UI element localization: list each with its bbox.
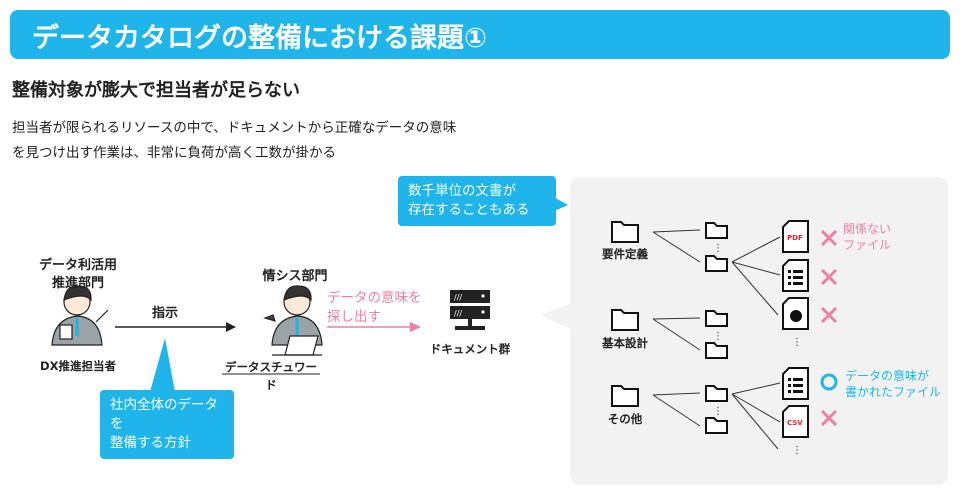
dx-dept-label: データ利活用 推進部門 <box>28 257 128 293</box>
relevant-label: データの意味が 書かれたファイル <box>845 368 941 400</box>
arrow-icon <box>226 322 236 332</box>
circle-icon <box>820 373 838 391</box>
callout-line: 整備する方針 <box>110 435 191 451</box>
folder-icon <box>705 385 728 402</box>
svg-text:⋮: ⋮ <box>713 243 723 254</box>
list-file-icon <box>782 259 809 292</box>
body-line-2: を見つけ出す作業は、非常に負荷が高く工数が掛かる <box>12 145 336 161</box>
callout-tail <box>150 338 175 392</box>
folder-icon <box>705 255 728 272</box>
label-line: データの意味が <box>845 369 930 383</box>
person-icon <box>51 285 109 346</box>
cross-icon <box>820 306 838 324</box>
folder-icon <box>705 222 728 239</box>
label-line: 書かれたファイル <box>845 385 942 399</box>
callout-tail <box>552 196 568 212</box>
folder-label: 基本設計 <box>602 336 648 350</box>
callout-line: 存在することもある <box>408 202 530 218</box>
svg-text:///: /// <box>454 293 462 302</box>
label-line: 探し出す <box>327 309 381 325</box>
slide-title: データカタログの整備における課題① <box>10 10 950 59</box>
folder-icons <box>611 221 728 434</box>
folder-label: 要件定義 <box>602 247 648 261</box>
folder-label: その他 <box>607 412 643 426</box>
panel-pointer <box>540 303 572 330</box>
folder-icon <box>611 221 639 243</box>
label-line: ファイル <box>843 238 892 252</box>
server-icon: /// /// <box>450 290 490 330</box>
cross-icon <box>820 409 838 427</box>
svg-text:⋮: ⋮ <box>713 331 723 342</box>
svg-text:///: /// <box>454 309 462 318</box>
pdf-label: PDF <box>787 234 803 242</box>
csv-file-icon <box>782 405 809 438</box>
label-line: データの意味を <box>327 290 422 306</box>
label-line: データ利活用 <box>38 258 117 273</box>
steward-label: データスチュワード <box>225 360 317 392</box>
label-line: 関係ない <box>843 222 892 236</box>
svg-text:⋮: ⋮ <box>792 445 802 456</box>
callout-policy: 社内全体のデータを 整備する方針 <box>100 390 234 459</box>
callout-line: 社内全体のデータを <box>110 397 218 432</box>
pdf-file-icon <box>782 220 809 253</box>
folder-icon <box>611 385 639 407</box>
svg-text:⋮: ⋮ <box>792 337 802 348</box>
label-line: 推進部門 <box>51 276 104 291</box>
body-line-1: 担当者が限られるリソースの中で、ドキュメントから正確なデータの意味 <box>12 120 457 136</box>
dx-person-label: DX推進担当者 <box>40 359 116 373</box>
folder-icon <box>705 417 728 434</box>
list-file-icon <box>782 367 809 400</box>
folder-icon <box>705 342 728 359</box>
cross-icon <box>820 268 838 286</box>
irrelevant-label: 関係ない ファイル <box>843 221 891 253</box>
csv-label: CSV <box>787 419 803 427</box>
folder-icon <box>705 310 728 327</box>
person-icon <box>263 285 323 356</box>
cross-icons <box>820 229 838 427</box>
callout-line: 数千単位の文書が <box>408 183 516 199</box>
folder-icon <box>611 309 639 331</box>
is-dept-label: 情シス部門 <box>262 269 328 284</box>
svg-text:⋮: ⋮ <box>713 406 723 417</box>
docs-label: ドキュメント群 <box>429 342 511 356</box>
instruction-label: 指示 <box>151 306 178 321</box>
callout-docs: 数千単位の文書が 存在することもある <box>398 176 556 226</box>
search-label: データの意味を 探し出す <box>327 289 422 327</box>
subtitle: 整備対象が膨大で担当者が足らない <box>12 80 300 101</box>
arrow-icon <box>410 322 421 332</box>
cross-icon <box>820 229 838 247</box>
